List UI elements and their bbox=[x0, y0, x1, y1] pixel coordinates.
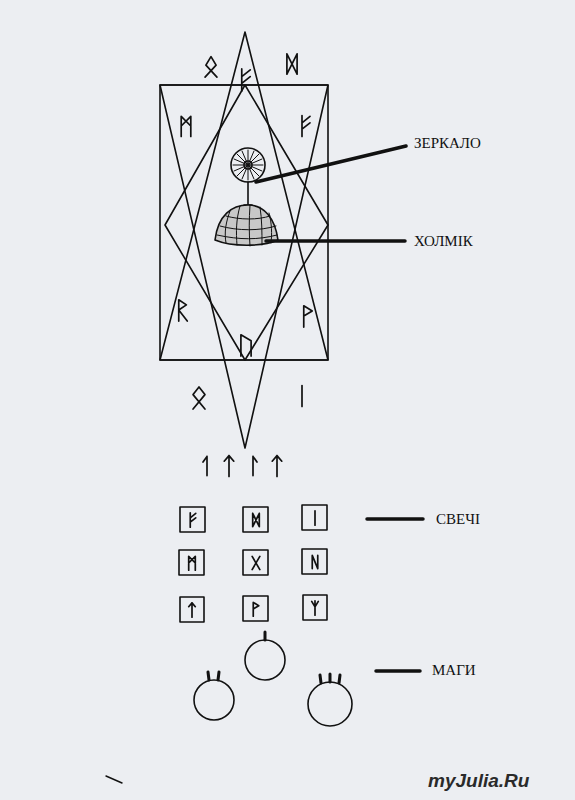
mage-circles bbox=[194, 632, 352, 726]
rune-symbol bbox=[179, 300, 188, 321]
watermark: myJulia.Ru bbox=[428, 771, 529, 790]
rune-symbol bbox=[189, 556, 196, 570]
leader-line bbox=[376, 669, 420, 673]
part-label: СВЕЧІ bbox=[436, 512, 480, 527]
leader-line bbox=[256, 146, 406, 182]
rune-symbol bbox=[304, 306, 313, 327]
candle-boxes bbox=[179, 505, 327, 622]
rune-symbol bbox=[312, 601, 319, 615]
diamond bbox=[165, 85, 328, 360]
rune-symbol bbox=[253, 602, 259, 616]
rune-symbol bbox=[314, 511, 316, 525]
downward-triangle bbox=[160, 85, 328, 448]
rune-symbol bbox=[312, 555, 318, 568]
rune-symbols bbox=[179, 54, 319, 617]
leader-line bbox=[266, 239, 405, 243]
rune-symbol bbox=[205, 57, 217, 77]
leader-line bbox=[367, 517, 423, 521]
rune-symbol bbox=[189, 603, 196, 617]
rune-symbol bbox=[241, 335, 251, 356]
rune-symbol bbox=[181, 116, 191, 136]
rune-symbol bbox=[287, 54, 297, 74]
rune-symbol bbox=[253, 456, 257, 475]
stray-stroke bbox=[106, 776, 122, 783]
rune-symbol bbox=[193, 387, 205, 409]
rune-symbol bbox=[253, 513, 260, 526]
rune-symbol bbox=[190, 513, 196, 527]
rune-symbol bbox=[302, 116, 310, 137]
mirror-symbol bbox=[231, 148, 265, 205]
rune-symbol bbox=[272, 456, 282, 477]
frame-rectangle bbox=[160, 85, 328, 360]
part-label: ЗЕРКАЛО bbox=[414, 136, 481, 151]
rune-symbol bbox=[242, 69, 251, 91]
part-label: ХОЛМІК bbox=[414, 234, 473, 249]
rune-symbol bbox=[224, 456, 234, 477]
part-label: МАГИ bbox=[432, 663, 476, 678]
rune-symbol bbox=[203, 456, 207, 475]
rune-symbol bbox=[252, 556, 260, 569]
rune-symbol bbox=[301, 386, 303, 407]
